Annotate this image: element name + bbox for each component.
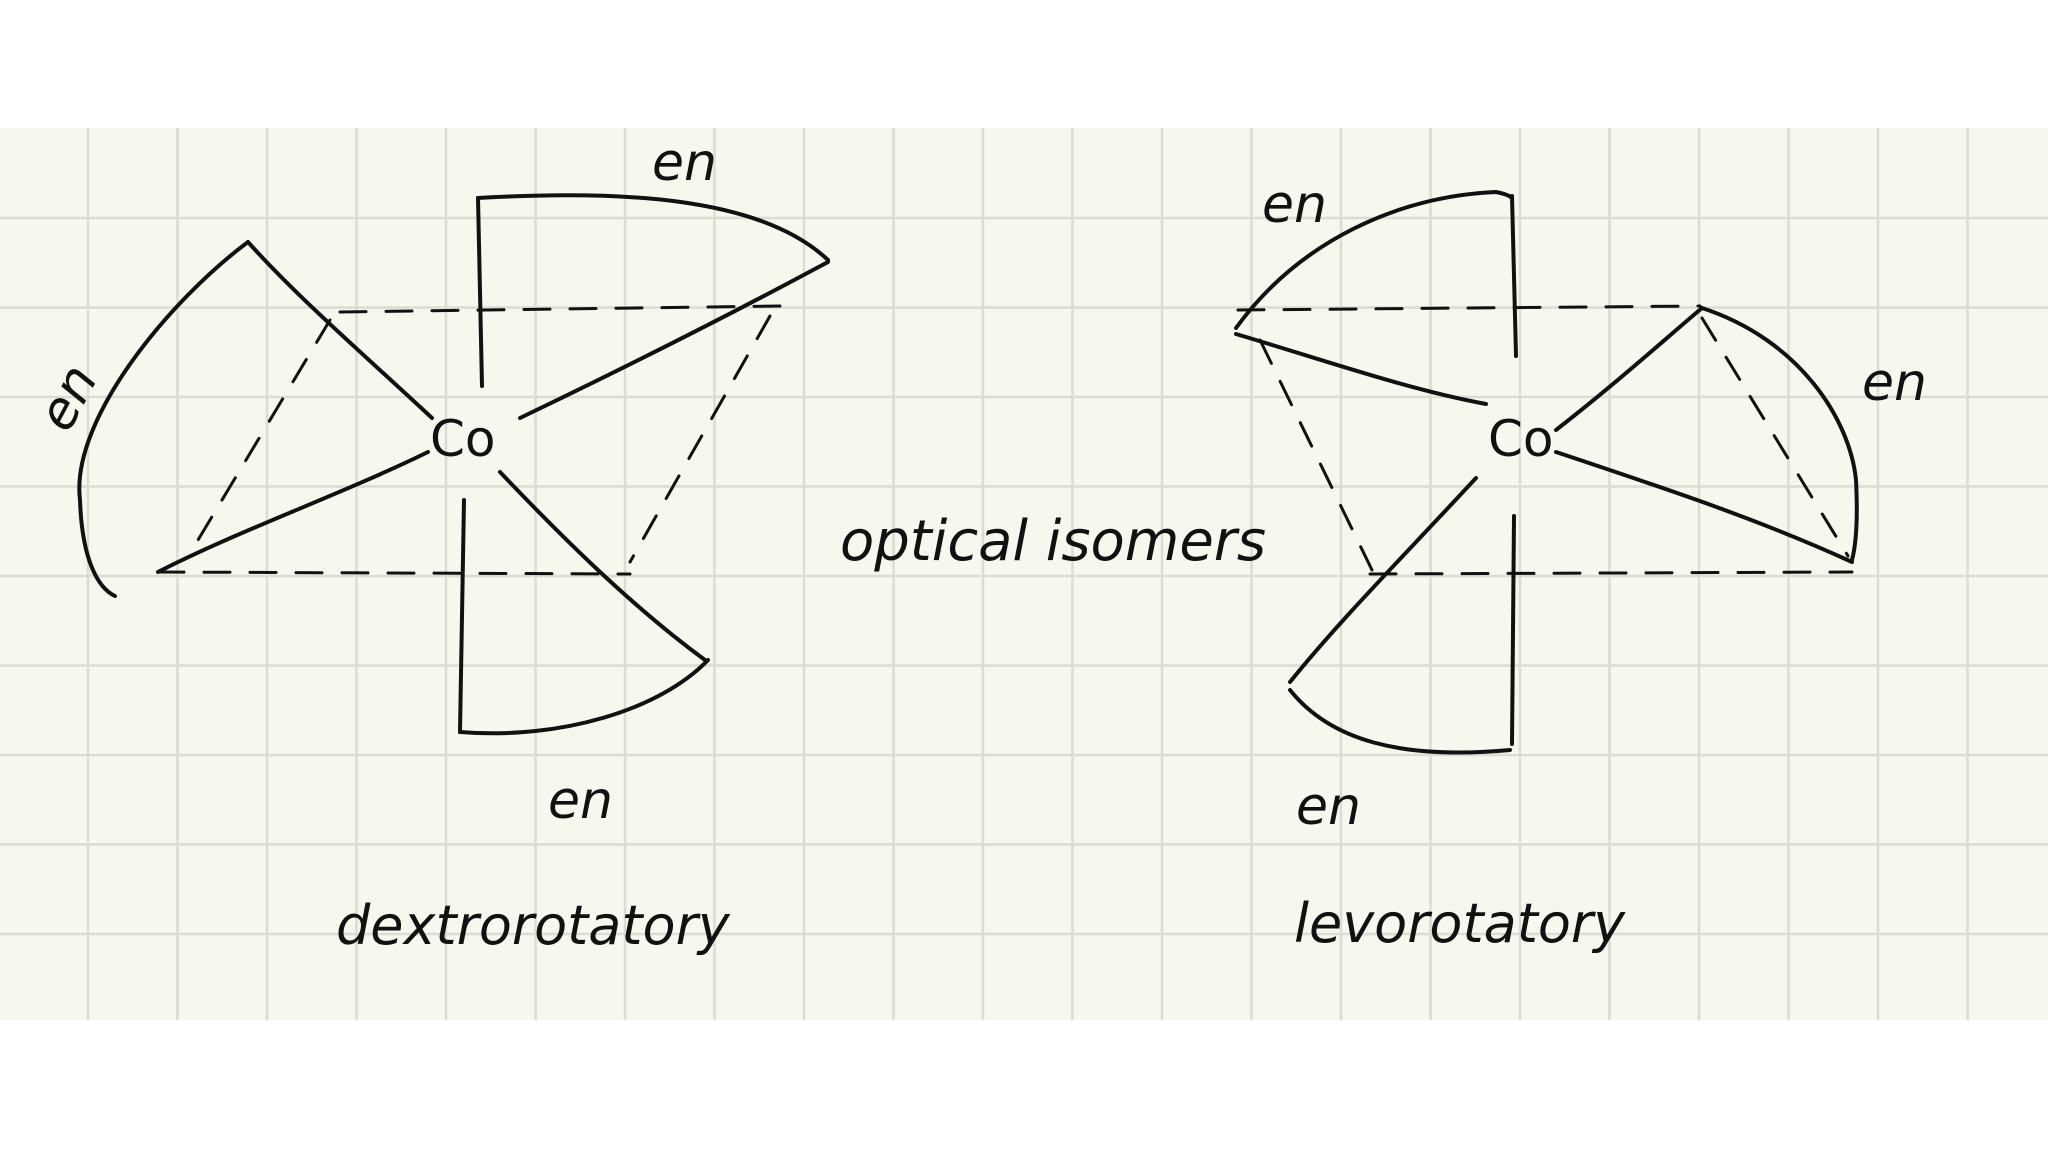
right-bond-up [1510, 194, 1518, 358]
left-ligand-label-top: en [652, 133, 717, 193]
left-bond-upper-left [246, 240, 434, 420]
right-dash-top [1236, 304, 1702, 312]
right-bond-upper-right [1554, 306, 1704, 432]
left-bond-up [476, 196, 484, 388]
right-bond-lower-left [1288, 476, 1478, 684]
center-label: optical isomers [840, 509, 1266, 574]
left-en-arc-bottom [458, 658, 710, 736]
right-bond-lower-right [1554, 450, 1854, 564]
left-bond-upper-right [518, 260, 830, 420]
left-bond-lower-right [498, 470, 707, 662]
right-dash-right [1700, 316, 1850, 558]
left-en-arc-top [476, 193, 830, 262]
right-isomer: Co en en en levorotatory [1234, 175, 1927, 955]
left-ligand-label-bottom: en [548, 771, 613, 831]
left-bond-lower-left [156, 450, 430, 574]
right-caption: levorotatory [1294, 892, 1626, 955]
left-dash-right [628, 314, 772, 564]
left-dash-bottom [156, 570, 632, 576]
left-isomer: Co en en en dextrorotatory [26, 133, 830, 957]
right-ligand-label-top: en [1262, 175, 1327, 235]
right-bond-upper-left [1234, 332, 1488, 406]
right-dash-bottom [1368, 570, 1854, 576]
right-metal-label: Co [1488, 410, 1554, 468]
left-en-arc-left [77, 240, 250, 598]
right-ligand-label-bottom: en [1296, 777, 1361, 837]
left-caption: dextrorotatory [336, 894, 731, 957]
right-ligand-label-right: en [1862, 353, 1927, 413]
left-bond-down [458, 498, 466, 734]
right-en-arc-top [1234, 190, 1514, 330]
left-dash-top [338, 304, 782, 314]
right-bond-down [1510, 514, 1516, 746]
right-en-arc-right [1700, 306, 1859, 562]
right-en-arc-bottom [1288, 688, 1512, 755]
left-metal-label: Co [430, 410, 496, 468]
